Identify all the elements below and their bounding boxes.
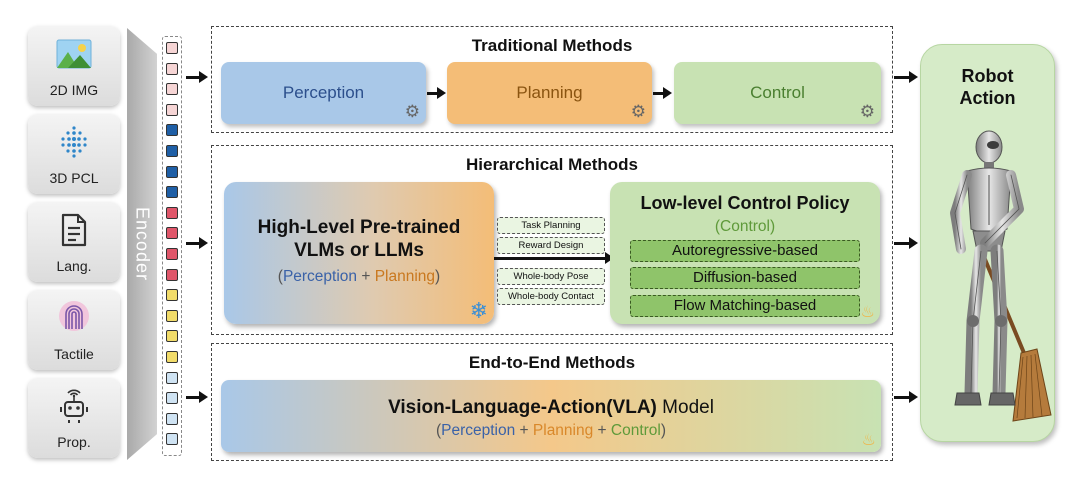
high-level-title: High-Level Pre-trained VLMs or LLMs	[224, 216, 494, 262]
variant-flow-matching: Flow Matching-based	[630, 295, 860, 317]
token-sequence	[162, 36, 182, 456]
input-2d-image: 2D IMG	[28, 26, 120, 106]
high-level-subtitle: (Perception + Planning)	[224, 268, 494, 286]
interface-tag-task-planning: Task Planning	[497, 217, 605, 234]
token-1-4	[166, 103, 178, 116]
output-arrow-traditional	[894, 71, 918, 83]
perception-word: Perception	[441, 422, 516, 439]
vla-subtitle: (Perception + Planning + Control)	[221, 422, 881, 440]
token-5-3	[166, 412, 178, 425]
plus-sign: +	[593, 422, 611, 439]
planning-word: Planning	[532, 422, 594, 439]
plus-sign: +	[357, 268, 375, 285]
paren-close: )	[660, 422, 667, 439]
variant-autoregressive: Autoregressive-based	[630, 240, 860, 262]
token-3-4	[166, 268, 178, 281]
interface-tag-whole-body-pose: Whole-body Pose	[497, 268, 605, 285]
token-4-3	[166, 330, 178, 343]
planning-word: Planning	[374, 268, 436, 285]
section-title: Hierarchical Methods	[466, 155, 638, 174]
high-level-title-line2: VLMs or LLMs	[294, 240, 424, 261]
token-5-1	[166, 371, 178, 384]
vla-title: Vision-Language-Action(VLA) Model	[221, 397, 881, 419]
input-label: 3D PCL	[49, 170, 99, 186]
token-1-3	[166, 83, 178, 96]
robot-action-title: Robot Action	[921, 65, 1054, 109]
interface-tag-whole-body-contact: Whole-body Contact	[497, 288, 605, 305]
gear-icon: ⚙	[859, 102, 875, 121]
output-arrow-hierarchical	[894, 237, 918, 249]
output-arrow-end-to-end	[894, 391, 918, 403]
token-4-1	[166, 289, 178, 302]
high-level-title-line1: High-Level Pre-trained	[257, 217, 461, 238]
flame-icon: ♨	[860, 304, 875, 321]
low-level-title: Low-level Control Policy	[640, 193, 850, 213]
token-2-2	[166, 145, 178, 157]
input-label: 2D IMG	[49, 82, 99, 98]
token-1-1	[166, 42, 178, 54]
perception-stage: Perception ⚙	[221, 62, 426, 124]
humanoid-robot-sweeping-icon	[950, 130, 1052, 422]
input-language: Lang.	[28, 202, 120, 282]
stage-label: Control	[750, 83, 805, 102]
robot-action-title-line2: Action	[959, 88, 1016, 108]
gear-icon: ⚙	[404, 102, 420, 121]
flow-arrow	[494, 252, 614, 264]
vla-model-word: Model	[656, 397, 714, 418]
encoder-label: Encoder	[132, 206, 153, 282]
low-level-subtitle: (Control)	[714, 218, 776, 235]
input-arrow-traditional	[186, 71, 208, 83]
perception-word: Perception	[282, 268, 358, 285]
vla-name: Vision-Language-Action(VLA)	[388, 397, 657, 418]
fingerprint-icon	[28, 298, 120, 338]
input-label: Tactile	[54, 346, 94, 362]
stage-label: Perception	[282, 83, 365, 102]
input-tactile: Tactile	[28, 290, 120, 370]
section-title: End-to-End Methods	[468, 353, 636, 372]
plus-sign: +	[515, 422, 533, 439]
flame-icon: ♨	[861, 432, 876, 449]
planning-stage: Planning ⚙	[447, 62, 652, 124]
input-label: Lang.	[56, 258, 92, 274]
flow-arrow	[653, 87, 672, 99]
token-2-1	[166, 124, 178, 137]
control-stage: Control ⚙	[674, 62, 881, 124]
interface-tag-reward-design: Reward Design	[497, 237, 605, 254]
high-level-model-box: High-Level Pre-trained VLMs or LLMs (Per…	[224, 182, 494, 324]
token-3-1	[166, 206, 178, 219]
token-2-3	[166, 165, 178, 178]
variant-diffusion: Diffusion-based	[630, 267, 860, 289]
stage-label: Planning	[516, 83, 583, 102]
vla-model-box: Vision-Language-Action(VLA) Model (Perce…	[221, 380, 881, 452]
control-word: Control	[610, 422, 661, 439]
gear-icon: ⚙	[630, 102, 646, 121]
token-2-4	[166, 186, 178, 199]
token-3-2	[166, 227, 178, 240]
flow-arrow	[427, 87, 446, 99]
paren-open: (	[277, 268, 283, 285]
encoder-block	[127, 28, 157, 460]
token-5-2	[166, 392, 178, 405]
snowflake-icon: ❄	[469, 298, 488, 323]
section-title: Traditional Methods	[471, 36, 633, 55]
point-cloud-icon	[28, 122, 120, 162]
token-5-4	[166, 433, 178, 446]
document-icon	[28, 210, 120, 250]
input-arrow-hierarchical	[186, 237, 208, 249]
paren-close: )	[435, 268, 441, 285]
image-icon	[28, 34, 120, 74]
robot-action-panel: Robot Action	[920, 44, 1055, 442]
robot-sensor-icon	[28, 386, 120, 426]
robot-action-title-line1: Robot	[961, 66, 1014, 86]
token-4-4	[166, 351, 178, 363]
input-3d-point-cloud: 3D PCL	[28, 114, 120, 194]
input-proprioception: Prop.	[28, 378, 120, 458]
token-1-2	[166, 62, 178, 75]
paren-open: (	[435, 422, 442, 439]
token-4-2	[166, 309, 178, 322]
input-arrow-end-to-end	[186, 391, 208, 403]
token-3-3	[166, 248, 178, 260]
input-label: Prop.	[57, 434, 91, 450]
